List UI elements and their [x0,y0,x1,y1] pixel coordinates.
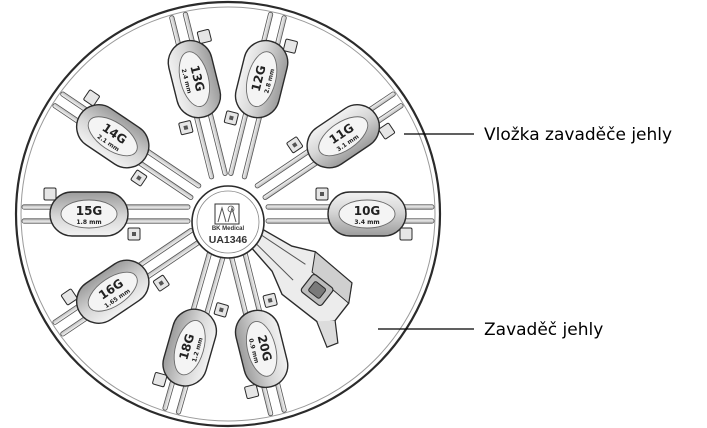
insert-label-plate [245,321,278,377]
insert-clip [83,89,100,107]
insert-clip [196,28,212,44]
insert-clip-pin [320,192,324,196]
hub: BK Medical UA1346 [191,185,265,259]
insert-label-plate [338,199,396,229]
insert-clip-pin [158,280,165,286]
needle-guide-part [242,224,353,348]
insert-clip [43,187,57,201]
insert-label-plate [173,319,206,376]
insert-clip-pin [136,175,142,181]
insert-size-label: 1.8 mm [76,219,101,226]
insert-clip [152,372,168,388]
insert-label-plate [245,51,278,107]
insert-clip [399,227,413,241]
hub-logo-text: BK Medical [212,226,245,232]
insert-label-plate [87,116,138,157]
insert-clip-pin [291,142,298,148]
insert-clip-pin [267,297,273,303]
insert-clip [61,288,78,306]
insert-clip-pin [218,307,224,313]
insert-clip-pin [132,232,136,236]
insert-label-plate [318,116,369,157]
callout-guide-insert-label: Vložka zavaděče jehly [484,125,672,145]
tray-inner-ring [20,6,436,422]
insert-clip-pin [228,115,234,121]
insert-clip-pin [183,125,189,131]
insert-gauge-label: 13G [187,64,207,93]
insert-clip [283,38,298,54]
insert-gauge-label: 10G [354,204,381,218]
insert-label-plate [60,199,118,229]
callout-needle-guide-label: Zavaděč jehly [484,320,603,340]
insert-size-label: 3.4 mm [354,219,379,226]
insert-gauge-label: 12G [249,64,269,93]
insert-gauge-label: 15G [76,204,103,218]
hub-model-number: UA1346 [209,234,248,246]
insert-clip [244,384,260,400]
insert-label-plate [87,271,138,312]
bk-medical-logo-icon [214,203,240,225]
insert-label-plate [178,51,211,107]
insert-clip [378,122,395,140]
insert-gauge-label: 20G [255,334,275,363]
